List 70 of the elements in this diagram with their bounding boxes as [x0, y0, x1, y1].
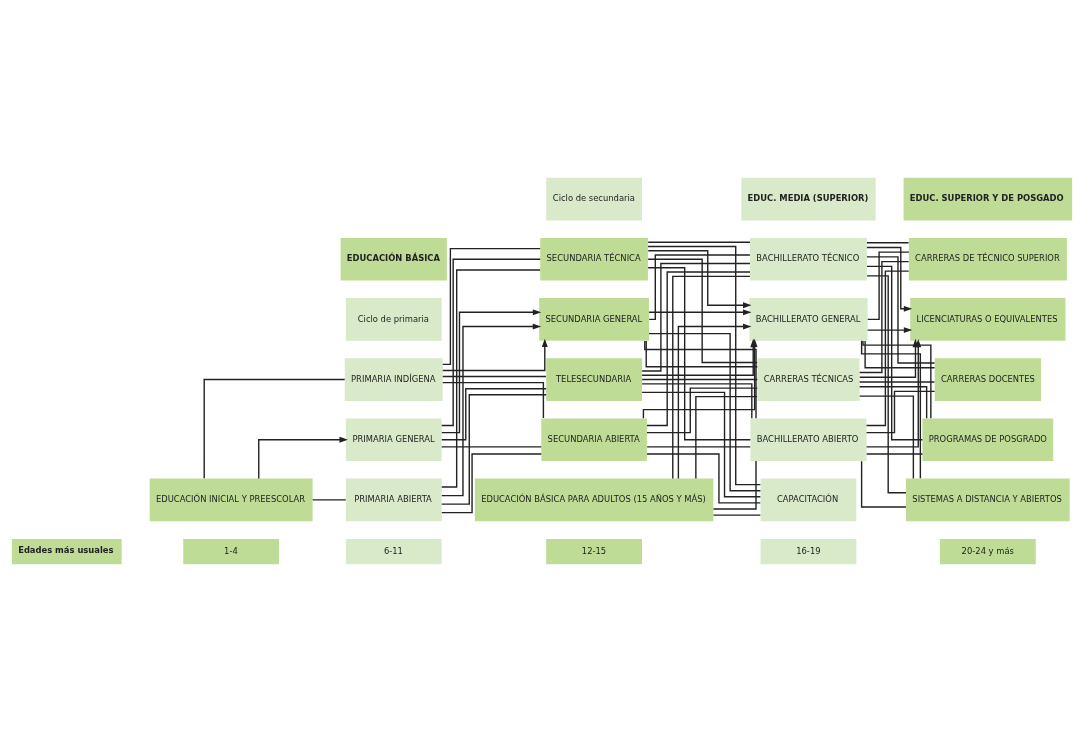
node-box: PRIMARIA GENERAL — [345, 418, 442, 462]
node-box: SECUNDARIA TÉCNICA — [540, 237, 648, 281]
connector — [311, 499, 347, 501]
connector — [441, 388, 547, 441]
node-box: Edades más usuales — [11, 539, 122, 565]
node-box: SECUNDARIA GENERAL — [539, 298, 649, 341]
node-box: BACHILLERATO GENERAL — [749, 298, 868, 341]
connector — [441, 269, 541, 488]
connector — [865, 270, 910, 427]
arrow — [866, 246, 913, 312]
node-box: Ciclo de secundaria — [546, 177, 642, 221]
connector — [866, 275, 907, 494]
node-box: SISTEMAS A DISTANCIA Y ABIERTOS — [906, 478, 1070, 522]
arrow — [648, 309, 752, 316]
connector — [646, 446, 751, 448]
node-box: EDUCACIÓN INICIAL Y PREESCOLAR — [149, 478, 313, 522]
connector — [441, 258, 541, 427]
node-box: 6-11 — [345, 539, 442, 565]
node-box: PROGRAMAS DE POSGRADO — [922, 418, 1054, 462]
node-box: 16-19 — [760, 539, 857, 565]
node-box: CAPACITACIÓN — [760, 478, 857, 522]
node-box: PRIMARIA ABIERTA — [345, 478, 442, 522]
connector — [858, 260, 910, 374]
connector — [641, 391, 762, 498]
arrow — [441, 309, 542, 434]
node-box: 20-24 y más — [939, 539, 1036, 565]
connector — [867, 251, 910, 321]
node-box: SECUNDARIA ABIERTA — [541, 418, 647, 462]
connector — [442, 375, 547, 378]
connector — [647, 241, 751, 243]
connector — [712, 514, 762, 516]
connector — [441, 394, 547, 505]
connector — [858, 381, 936, 383]
arrow — [258, 436, 348, 480]
node-box: EDUC. SUPERIOR Y DE POSGADO — [903, 177, 1073, 221]
node-box: 12-15 — [546, 539, 642, 565]
node-box: CARRERAS TÉCNICAS — [757, 358, 860, 401]
connector — [866, 256, 936, 364]
connector — [858, 386, 928, 419]
node-box: EDUCACIÓN BÁSICA — [340, 237, 447, 281]
connector — [858, 395, 915, 480]
node-box: EDUCACIÓN BÁSICA PARA ADULTOS (15 AÑOS Y MÁS) — [474, 478, 714, 522]
node-box: CARRERAS DE TÉCNICO SUPERIOR — [908, 237, 1067, 281]
node-box: TELESECUNDARIA — [546, 358, 642, 401]
connector — [441, 453, 542, 514]
connector — [442, 247, 541, 366]
arrow — [867, 327, 913, 334]
connector — [442, 381, 545, 419]
node-box: CARRERAS DOCENTES — [934, 358, 1041, 401]
connector — [203, 378, 346, 480]
arrow — [442, 338, 548, 372]
connector — [695, 395, 758, 480]
connector — [712, 460, 757, 510]
node-box: PRIMARIA INDÍGENA — [344, 358, 443, 401]
connector — [866, 242, 910, 244]
node-box: Ciclo de primaria — [345, 298, 442, 341]
connector — [866, 453, 924, 455]
connector — [860, 460, 907, 508]
connector — [648, 254, 751, 321]
node-box: LICENCIATURAS O EQUIVALENTES — [910, 298, 1066, 341]
arrow — [647, 250, 752, 309]
connector — [866, 265, 924, 441]
connector — [646, 453, 761, 504]
arrow — [441, 323, 542, 497]
node-box: 1-4 — [183, 539, 280, 565]
node-box: BACHILLERATO ABIERTO — [750, 418, 867, 462]
connector — [865, 390, 936, 434]
node-box: BACHILLERATO TÉCNICO — [750, 237, 867, 281]
connector — [441, 446, 542, 448]
node-box: EDUC. MEDIA (SUPERIOR) — [741, 177, 876, 221]
